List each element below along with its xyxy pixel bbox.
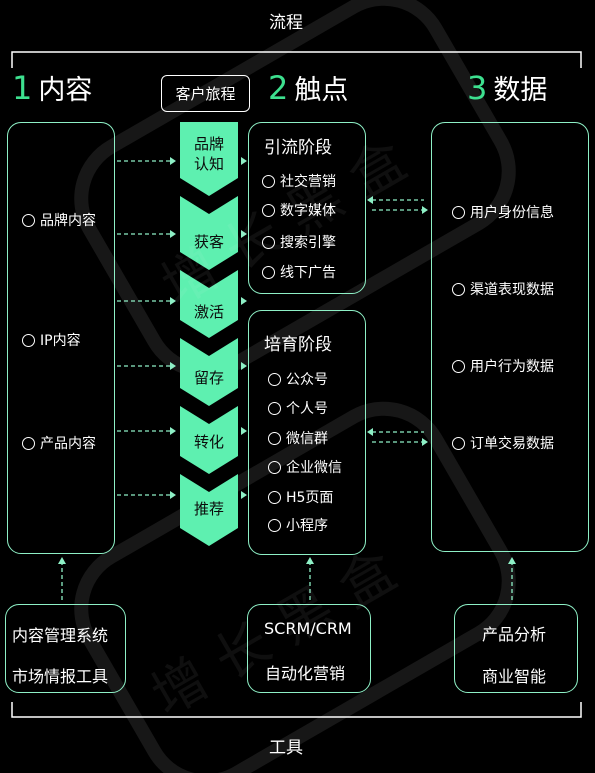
circle-icon: [262, 174, 275, 188]
nurture-item: 个人号: [268, 398, 328, 418]
content-box: [7, 122, 115, 554]
data-item-label: 订单交易数据: [470, 436, 554, 452]
circle-icon: [268, 431, 281, 445]
flow-header: 流程: [269, 13, 303, 33]
circle-icon: [262, 265, 275, 279]
journey-label: 客户旅程: [161, 75, 250, 112]
tools-footer: 工具: [269, 738, 303, 758]
column-number-data: 3: [467, 69, 488, 107]
circle-icon: [22, 333, 35, 347]
nurture-item-label: 个人号: [286, 401, 328, 417]
journey-step-awareness: 品牌认知: [180, 134, 238, 174]
nurture-item-label: 企业微信: [286, 460, 342, 476]
column-number-touch: 2: [268, 69, 289, 107]
circle-icon: [268, 460, 281, 474]
content-item-label: IP内容: [40, 333, 81, 349]
chevron-step-2: [180, 196, 238, 270]
journey-step-convert: 转化: [193, 433, 224, 451]
tool-cms: 内容管理系统: [12, 626, 109, 645]
tools-data-box: [454, 604, 578, 693]
journey-step-retain: 留存: [193, 369, 224, 387]
tool-scrm: SCRM/CRM: [264, 619, 352, 638]
circle-icon: [22, 213, 35, 227]
chevron-step-4: [180, 338, 238, 406]
chevron-step-6: [180, 474, 238, 546]
data-item-label: 用户身份信息: [470, 205, 554, 221]
data-item-behavior: 用户行为数据: [452, 356, 554, 376]
circle-icon: [268, 372, 281, 386]
circle-icon: [452, 359, 465, 373]
data-item-identity: 用户身份信息: [452, 202, 554, 222]
journey-step-label: 品牌认知: [193, 135, 224, 173]
column-label-touch: 触点: [294, 75, 349, 106]
data-item-channel: 渠道表现数据: [452, 279, 554, 299]
data-item-label: 用户行为数据: [470, 359, 554, 375]
nurture-stage-title: 培育阶段: [264, 335, 332, 355]
acquire-item-label: 搜索引擎: [280, 235, 336, 251]
acquire-item: 社交营销: [262, 171, 336, 191]
data-item-label: 渠道表现数据: [470, 282, 554, 298]
content-item-ip: IP内容: [22, 330, 81, 350]
content-item-product: 产品内容: [22, 433, 96, 453]
chevron-step-3: [180, 270, 238, 338]
journey-step-activate: 激活: [193, 303, 224, 321]
acquire-item: 数字媒体: [262, 200, 336, 220]
chevron-step-1: [180, 122, 238, 196]
nurture-item: 微信群: [268, 428, 328, 448]
content-item-label: 品牌内容: [40, 213, 96, 229]
circle-icon: [268, 518, 281, 532]
acquire-item-label: 社交营销: [280, 174, 336, 190]
journey-step-acquire: 获客: [193, 233, 224, 251]
column-label-content: 内容: [38, 75, 93, 106]
content-item-brand: 品牌内容: [22, 210, 96, 230]
tool-product-analytics: 产品分析: [482, 625, 547, 644]
tool-automation: 自动化营销: [265, 664, 346, 683]
tools-content-box: [5, 604, 126, 693]
circle-icon: [268, 401, 281, 415]
nurture-item: 公众号: [268, 369, 328, 389]
acquire-item-label: 线下广告: [280, 265, 336, 281]
data-item-orders: 订单交易数据: [452, 433, 554, 453]
nurture-item-label: 小程序: [286, 518, 328, 534]
journey-step-refer: 推荐: [193, 500, 224, 518]
circle-icon: [452, 205, 465, 219]
chevron-step-5: [180, 406, 238, 474]
circle-icon: [268, 490, 281, 504]
nurture-item-label: H5页面: [286, 490, 334, 506]
circle-icon: [452, 282, 465, 296]
nurture-item: 小程序: [268, 515, 328, 535]
acquire-stage-box: [248, 122, 366, 294]
acquire-stage-title: 引流阶段: [264, 138, 332, 158]
column-number-content: 1: [12, 69, 33, 107]
content-item-label: 产品内容: [40, 436, 96, 452]
nurture-item-label: 微信群: [286, 431, 328, 447]
circle-icon: [22, 436, 35, 450]
nurture-item: H5页面: [268, 487, 333, 507]
acquire-item: 线下广告: [262, 262, 336, 282]
nurture-item-label: 公众号: [286, 372, 328, 388]
nurture-item: 企业微信: [268, 457, 342, 477]
acquire-item-label: 数字媒体: [280, 203, 336, 219]
nurture-stage-box: [248, 310, 366, 555]
tool-bi: 商业智能: [482, 667, 547, 686]
circle-icon: [262, 203, 275, 217]
acquire-item: 搜索引擎: [262, 232, 336, 252]
circle-icon: [262, 235, 275, 249]
data-box: [431, 122, 589, 552]
column-label-data: 数据: [493, 75, 548, 106]
tools-touch-box: [247, 604, 371, 693]
circle-icon: [452, 436, 465, 450]
tool-market-intel: 市场情报工具: [12, 667, 109, 686]
